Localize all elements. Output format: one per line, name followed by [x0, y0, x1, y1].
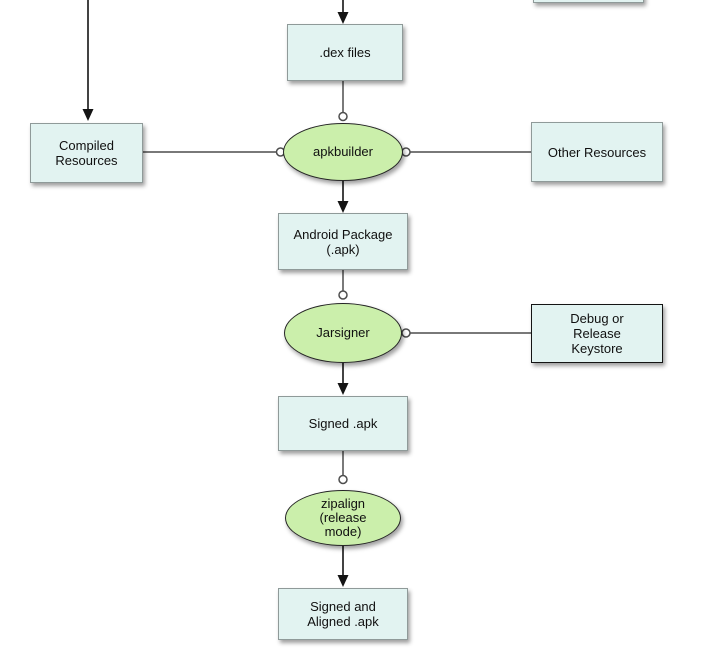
edge-apkbuilder-to-other-resources [401, 147, 531, 157]
edge-jarsigner-to-keystore [401, 328, 531, 338]
node-label: mode) [324, 524, 362, 539]
node-cropped-top-right [533, 0, 644, 3]
node-compiled-resources: Compiled Resources [30, 123, 143, 183]
node-label: .dex files [319, 45, 371, 60]
node-label: Keystore [571, 341, 623, 356]
node-signed-aligned-apk: Signed and Aligned .apk [278, 588, 408, 640]
node-jarsigner: Jarsigner [284, 303, 402, 363]
edge-compiled-to-apkbuilder [143, 147, 286, 157]
node-label: Release [573, 326, 621, 341]
node-label: Jarsigner [316, 325, 370, 340]
edge-package-to-jarsigner [338, 270, 348, 300]
edge-into-compiled-resources [82, 0, 94, 121]
node-label: Debug or [570, 311, 624, 326]
node-other-resources: Other Resources [531, 122, 663, 182]
node-label: Android Package [293, 226, 393, 242]
node-label: apkbuilder [313, 144, 373, 159]
node-label: (release [319, 510, 367, 525]
node-signed-apk: Signed .apk [278, 396, 408, 451]
node-zipalign: zipalign (release mode) [285, 490, 401, 546]
node-dex-files: .dex files [287, 24, 403, 81]
node-label: (.apk) [326, 241, 360, 257]
node-apkbuilder: apkbuilder [283, 123, 403, 181]
node-android-package: Android Package (.apk) [278, 213, 408, 270]
node-label: zipalign [320, 496, 366, 511]
node-label: Signed and [310, 599, 376, 614]
edge-signed-to-zipalign [338, 451, 348, 485]
edge-dex-to-apkbuilder [338, 81, 348, 122]
edge-apkbuilder-to-android-package [337, 181, 349, 213]
node-label: Resources [55, 153, 118, 168]
node-label: Other Resources [547, 144, 647, 160]
node-label: Signed .apk [308, 416, 378, 431]
edge-zipalign-to-aligned-apk [337, 546, 349, 587]
edge-into-dex-files [337, 0, 349, 24]
node-keystore: Debug or Release Keystore [531, 304, 663, 363]
edge-jarsigner-to-signed-apk [337, 363, 349, 395]
node-label: Aligned .apk [307, 614, 379, 629]
node-label: Compiled [59, 138, 114, 153]
